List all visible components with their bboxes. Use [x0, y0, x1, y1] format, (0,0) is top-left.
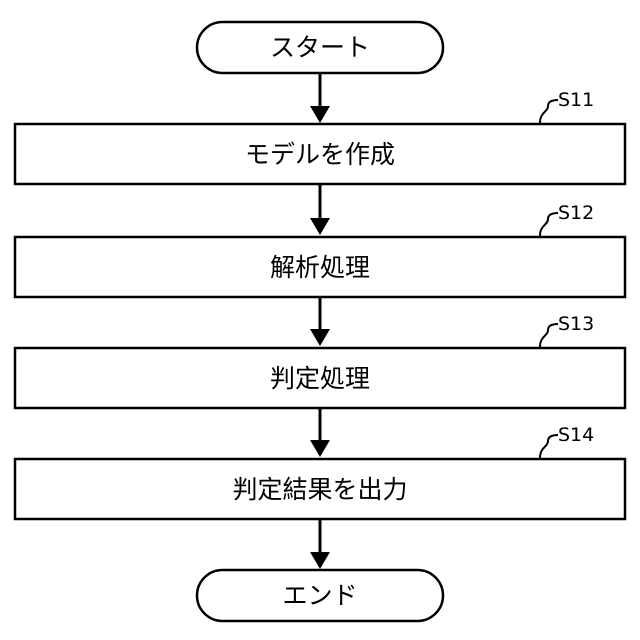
- process-label: 解析処理: [270, 253, 370, 282]
- start-label: スタート: [270, 33, 370, 62]
- step-id-leader: [540, 100, 558, 123]
- step-id-label: S14: [558, 424, 594, 446]
- arrow-s12-to-s13: [310, 298, 330, 346]
- step-id-leader: [540, 213, 558, 236]
- end-label: エンド: [282, 581, 357, 610]
- arrow-s14-to-end: [310, 520, 330, 569]
- process-label: モデルを作成: [245, 140, 395, 169]
- end-node: エンド: [197, 570, 443, 621]
- arrow-s11-to-s12: [310, 185, 330, 235]
- process-label: 判定結果を出力: [232, 475, 407, 504]
- step-id-leader: [540, 324, 558, 347]
- step-id-leader: [540, 435, 558, 458]
- arrow-s13-to-s14: [310, 409, 330, 457]
- start-node: スタート: [197, 22, 443, 73]
- process-label: 判定処理: [270, 364, 370, 393]
- step-id-label: S13: [558, 313, 594, 335]
- arrow-start-to-s11: [310, 74, 330, 123]
- step-id-label: S11: [558, 89, 594, 111]
- step-id-label: S12: [558, 202, 594, 224]
